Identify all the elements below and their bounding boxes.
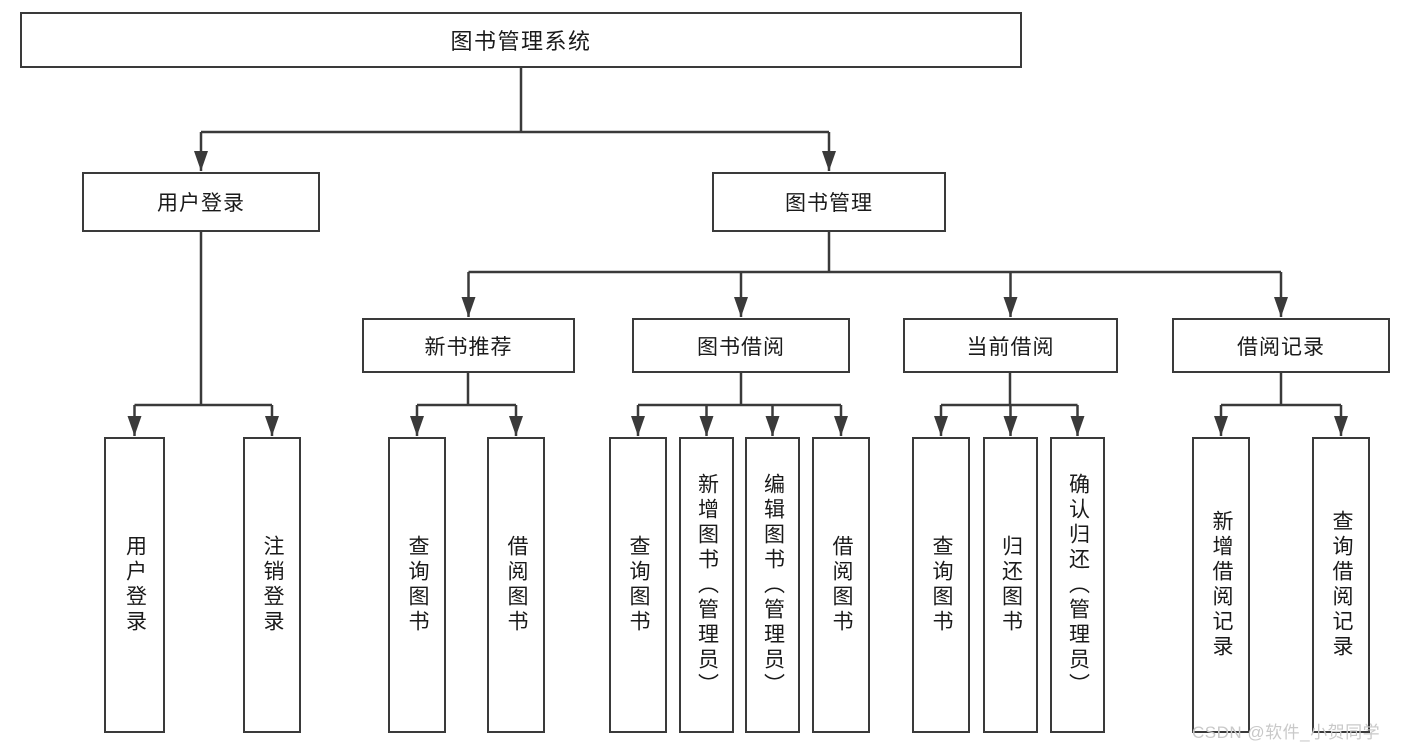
node-label: 编辑图书（管理员） <box>761 472 785 698</box>
arrowhead <box>410 416 424 436</box>
node-label: 借阅记录 <box>1237 335 1325 359</box>
node-label: 当前借阅 <box>966 335 1055 359</box>
arrowhead <box>1214 416 1228 436</box>
node-label: 新增借阅记录 <box>1210 510 1234 660</box>
node-leaf-addrec[interactable]: 新增借阅记录 <box>1192 437 1250 733</box>
node-leaf-add[interactable]: 新增图书（管理员） <box>679 437 734 733</box>
node-root[interactable]: 图书管理系统 <box>20 12 1022 68</box>
node-newrec[interactable]: 新书推荐 <box>362 318 575 373</box>
arrowhead <box>765 416 780 436</box>
arrowhead <box>194 151 208 171</box>
node-label: 查询借阅记录 <box>1330 510 1354 660</box>
arrowhead <box>1334 416 1348 436</box>
arrowhead <box>1274 297 1288 317</box>
arrowhead <box>822 151 836 171</box>
node-borrow[interactable]: 图书借阅 <box>632 318 850 373</box>
node-login[interactable]: 用户登录 <box>82 172 320 232</box>
node-records[interactable]: 借阅记录 <box>1172 318 1390 373</box>
arrowhead <box>699 416 714 436</box>
node-bookmgmt[interactable]: 图书管理 <box>712 172 946 232</box>
node-current[interactable]: 当前借阅 <box>903 318 1118 373</box>
arrowhead <box>127 416 142 436</box>
node-leaf-edit[interactable]: 编辑图书（管理员） <box>745 437 800 733</box>
node-label: 查询图书 <box>930 535 954 635</box>
node-label: 用户登录 <box>123 535 147 635</box>
arrowhead <box>1070 416 1085 436</box>
node-label: 确认归还（管理员） <box>1066 472 1090 698</box>
arrowhead <box>631 416 645 436</box>
arrowhead <box>461 297 476 317</box>
node-label: 图书借阅 <box>697 335 785 359</box>
arrowhead <box>265 416 279 436</box>
node-leaf-logout[interactable]: 注销登录 <box>243 437 301 733</box>
node-leaf-q3[interactable]: 查询图书 <box>912 437 970 733</box>
node-label: 新书推荐 <box>424 335 513 359</box>
node-leaf-ret[interactable]: 归还图书 <box>983 437 1038 733</box>
node-label: 图书管理 <box>785 192 873 215</box>
node-leaf-login[interactable]: 用户登录 <box>104 437 165 733</box>
arrowhead <box>509 416 523 436</box>
node-label: 新增图书（管理员） <box>695 472 719 698</box>
node-label: 用户登录 <box>157 192 245 215</box>
node-label: 借阅图书 <box>830 535 854 635</box>
node-label: 图书管理系统 <box>450 29 592 54</box>
node-label: 借阅图书 <box>505 535 529 635</box>
node-leaf-qrec[interactable]: 查询借阅记录 <box>1312 437 1370 733</box>
node-leaf-q1[interactable]: 查询图书 <box>388 437 446 733</box>
node-leaf-b2[interactable]: 借阅图书 <box>812 437 870 733</box>
arrowhead <box>1003 297 1018 317</box>
node-leaf-q2[interactable]: 查询图书 <box>609 437 667 733</box>
node-label: 查询图书 <box>627 535 651 635</box>
arrowhead <box>834 416 848 436</box>
arrowhead <box>734 297 748 317</box>
node-leaf-conf[interactable]: 确认归还（管理员） <box>1050 437 1105 733</box>
arrowhead <box>934 416 948 436</box>
node-label: 归还图书 <box>999 535 1023 635</box>
node-label: 查询图书 <box>406 535 430 635</box>
node-label: 注销登录 <box>261 535 285 635</box>
arrowhead <box>1003 416 1018 436</box>
node-leaf-b1[interactable]: 借阅图书 <box>487 437 545 733</box>
